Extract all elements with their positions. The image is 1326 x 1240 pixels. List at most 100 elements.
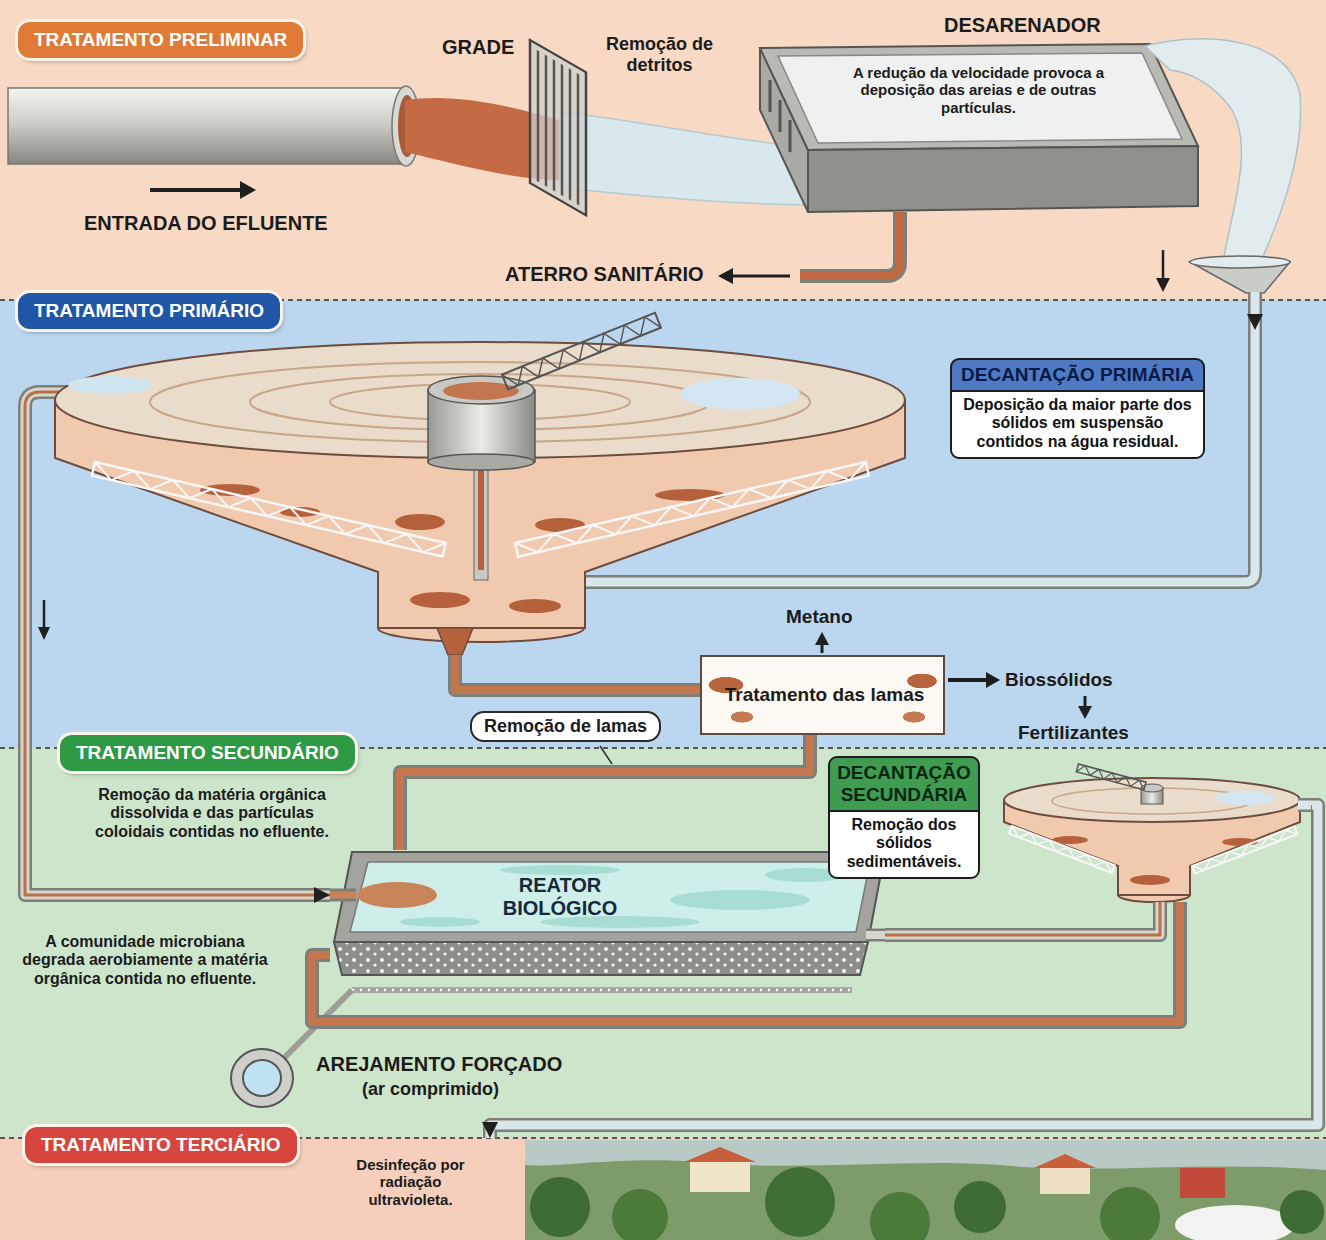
pipe-stroke [885, 902, 1160, 935]
center-well [443, 382, 519, 400]
part-note: A redução da velocidade provoca a deposi… [826, 64, 1131, 116]
pipe-stroke [25, 655, 330, 895]
screen-bar [569, 69, 572, 200]
pipe-stroke [885, 902, 1160, 935]
truss-web [1076, 764, 1146, 790]
destination-label: ATERRO SANITÁRIO [505, 263, 704, 286]
air-diffuser [352, 989, 852, 992]
photo-tank [1175, 1205, 1295, 1240]
air-diffuser [352, 987, 852, 993]
center-stem [478, 470, 484, 570]
sludge-blob [395, 514, 445, 530]
secondary-clarifier: DECANTAÇÃO SECUNDÁRIARemoção dos sólidos… [825, 752, 1312, 902]
grit-chamber-slot [769, 80, 772, 112]
bridge-truss [1076, 764, 1146, 790]
grit-chamber-water [778, 53, 1182, 143]
inflow-plume [357, 882, 437, 908]
truss-chord [1192, 827, 1298, 874]
flow-arrow [1162, 250, 1165, 280]
clarifier-outlet [1298, 801, 1312, 810]
grit-chamber-front [808, 146, 1198, 212]
output-label: Biossólidos [1005, 669, 1113, 691]
pipe-stroke [400, 735, 810, 850]
truss-web [502, 313, 661, 390]
band-ground [0, 300, 1326, 748]
pipe-stroke [25, 655, 330, 895]
stage-band: TRATAMENTO TERCIÁRIODesinfeção por radia… [0, 1138, 1326, 1240]
photo-house [690, 1160, 750, 1192]
truss-web [515, 462, 869, 557]
funnel-rim [1190, 256, 1290, 268]
flow-pipe [1255, 292, 1256, 330]
screen-bar [545, 55, 548, 186]
outflow-water [1145, 39, 1301, 268]
water-flow [725, 172, 760, 173]
box-heading: DECANTAÇÃO PRIMÁRIA [950, 358, 1205, 390]
sludge-treatment-box: Tratamento das lamas [700, 655, 945, 735]
truss-chord [1076, 764, 1146, 790]
grit-drain-pipe [800, 212, 900, 276]
truss-chord [92, 462, 446, 557]
clarifier-outlet [1298, 798, 1312, 812]
pipe-stroke [490, 805, 1318, 1138]
screen-frame [530, 40, 586, 215]
stage-badge: TRATAMENTO SECUNDÁRIO [60, 735, 355, 771]
screen-bar [553, 60, 556, 191]
reactor-front [334, 942, 868, 975]
clarifier-surface [1004, 778, 1300, 822]
process-label: REATOR BIOLÓGICO [485, 874, 635, 920]
primary-clarifier: DECANTAÇÃO PRIMÁRIADeposição da maior pa… [10, 330, 1270, 655]
flow-arrow [1156, 278, 1170, 292]
sludge-blob [410, 592, 470, 608]
truss-web [1192, 827, 1298, 874]
stage-band: GRADERemoção de detritosDESARENADORA red… [0, 0, 1326, 300]
pipe-stroke [455, 655, 700, 690]
stage-badge: TRATAMENTO TERCIÁRIO [25, 1127, 297, 1163]
part-note: Remoção de detritos [592, 34, 727, 75]
arrow-head [1255, 292, 1256, 330]
blower-symbol [243, 1060, 281, 1096]
box-body: Remoção dos sólidos sedimentáveis. [828, 810, 980, 879]
sludge-pipe [400, 735, 810, 850]
grit-drain-pipe [800, 212, 900, 276]
pipe-stroke [885, 902, 1160, 935]
output-label: Metano [786, 606, 853, 628]
photo-tree [870, 1192, 930, 1240]
truss-web [1009, 826, 1115, 873]
photo-sky [525, 1140, 1326, 1170]
pipe-stroke [490, 805, 1318, 1138]
truss-chord [515, 462, 869, 557]
inlet-pipe [8, 88, 408, 164]
output-arrow [815, 632, 829, 645]
reactor-inlet [330, 889, 356, 902]
reactor-outlet [866, 931, 885, 939]
center-well [428, 376, 534, 404]
screen-bar [537, 51, 540, 182]
process-label: Tratamento das lamas [704, 684, 945, 706]
center-well [428, 454, 534, 470]
flow-arrow [150, 188, 242, 192]
band-ground [0, 748, 1326, 1138]
flow-pipe [25, 655, 330, 895]
photo-roof [1034, 1154, 1096, 1168]
grit-chamber-slot [779, 100, 782, 132]
screen-unit: GRADERemoção de detritos [440, 28, 725, 215]
biological-reactor: REATOR BIOLÓGICO [330, 850, 885, 975]
flow-label: ENTRADA DO EFLUENTE [84, 212, 328, 235]
pipe-stroke [312, 902, 1180, 1022]
photo-tree [612, 1189, 668, 1240]
scraper-truss [515, 462, 869, 557]
pipe-stroke [400, 735, 810, 850]
photo-house [1180, 1168, 1225, 1198]
stage-badge: TRATAMENTO PRELIMINAR [18, 22, 303, 58]
photo-tree [954, 1181, 1006, 1233]
stage-note: Desinfeção por radiação ultravioleta. [338, 1156, 483, 1208]
callout-label: Remoção de lamas [470, 711, 661, 742]
sludge-hopper [437, 628, 473, 655]
arrow-head [490, 805, 1318, 1138]
scraper-truss [1009, 826, 1115, 873]
center-stem [474, 462, 488, 580]
